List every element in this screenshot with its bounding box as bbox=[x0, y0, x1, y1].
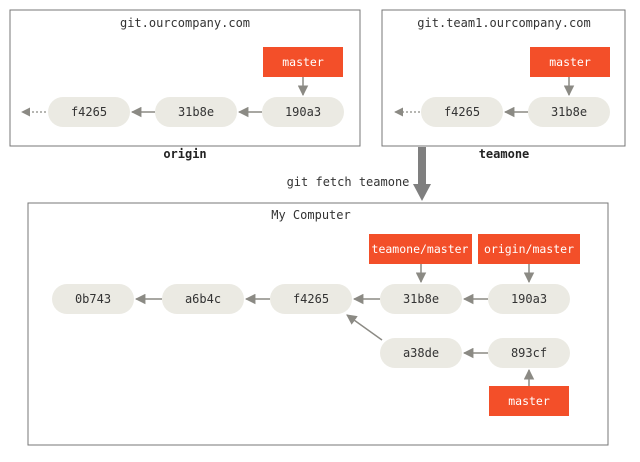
commit-node: 893cf bbox=[488, 338, 570, 368]
fetch-command-label: git fetch teamone bbox=[287, 175, 410, 189]
commit-id: 31b8e bbox=[403, 292, 439, 306]
parent-arrow bbox=[346, 314, 383, 341]
commit-node: 190a3 bbox=[262, 97, 344, 127]
commit-id: f4265 bbox=[444, 105, 480, 119]
origin-remote-label: origin bbox=[163, 147, 206, 161]
team-server: git.team1.ourcompany.com f4265 31b8e mas… bbox=[381, 9, 626, 147]
commit-node: f4265 bbox=[421, 97, 503, 127]
branch-label: origin/master bbox=[478, 234, 580, 264]
local-computer-title: My Computer bbox=[271, 208, 350, 222]
origin-server: git.ourcompany.com f4265 31b8e 190a3 mas… bbox=[9, 9, 361, 147]
commit-id: 31b8e bbox=[178, 105, 214, 119]
branch-name: origin/master bbox=[484, 242, 574, 256]
commit-node: 31b8e bbox=[380, 284, 462, 314]
fetch-arrow bbox=[413, 147, 431, 201]
branch-label: master bbox=[530, 47, 610, 77]
commit-id: a38de bbox=[403, 346, 439, 360]
commit-id: 0b743 bbox=[75, 292, 111, 306]
branch-name: teamone/master bbox=[372, 242, 469, 256]
commit-node: f4265 bbox=[270, 284, 352, 314]
branch-name: master bbox=[282, 55, 324, 69]
commit-node: 0b743 bbox=[52, 284, 134, 314]
commit-node: a38de bbox=[380, 338, 462, 368]
commit-id: 190a3 bbox=[511, 292, 547, 306]
commit-node: 31b8e bbox=[155, 97, 237, 127]
commit-id: 31b8e bbox=[551, 105, 587, 119]
branch-label: master bbox=[263, 47, 343, 77]
commit-id: a6b4c bbox=[185, 292, 221, 306]
commit-node: f4265 bbox=[48, 97, 130, 127]
origin-host-title: git.ourcompany.com bbox=[120, 16, 250, 30]
local-computer: My Computer 0b743 a6b4c f4265 31b8e 190a… bbox=[27, 202, 609, 446]
branch-name: master bbox=[508, 394, 550, 408]
commit-id: 190a3 bbox=[285, 105, 321, 119]
branch-label: teamone/master bbox=[369, 234, 472, 264]
commit-node: a6b4c bbox=[162, 284, 244, 314]
commit-node: 190a3 bbox=[488, 284, 570, 314]
commit-id: 893cf bbox=[511, 346, 547, 360]
branch-name: master bbox=[549, 55, 591, 69]
commit-node: 31b8e bbox=[528, 97, 610, 127]
commit-id: f4265 bbox=[293, 292, 329, 306]
branch-label: master bbox=[489, 386, 569, 416]
team-remote-label: teamone bbox=[479, 147, 530, 161]
commit-id: f4265 bbox=[71, 105, 107, 119]
team-host-title: git.team1.ourcompany.com bbox=[417, 16, 590, 30]
